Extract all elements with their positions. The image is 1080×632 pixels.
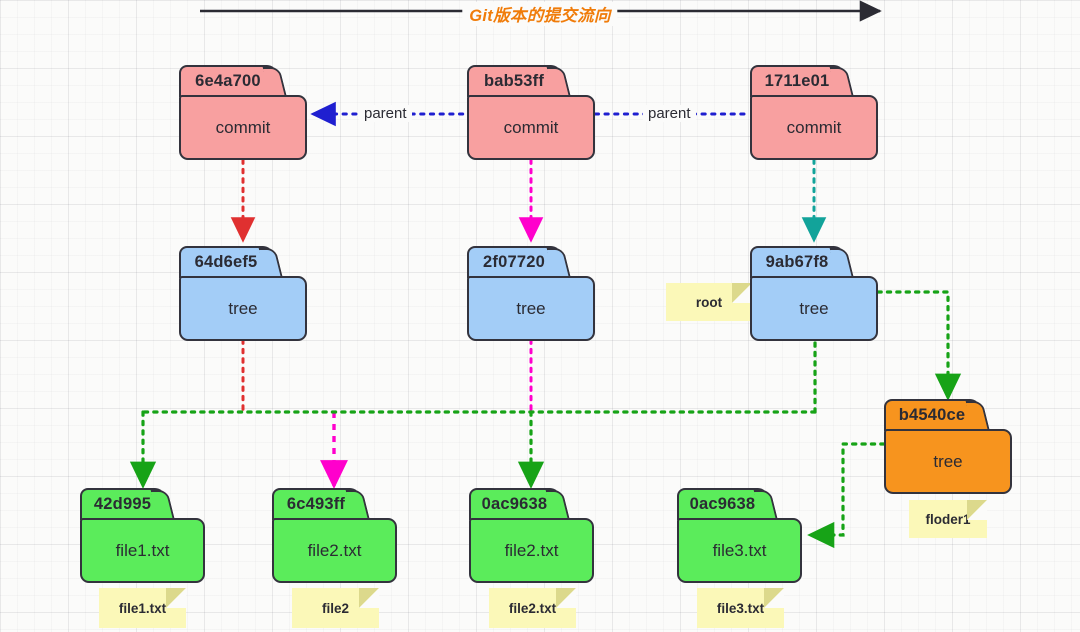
- node-label: commit: [467, 95, 595, 160]
- node-hash: 64d6ef5: [179, 246, 273, 278]
- node-hash: 1711e01: [750, 65, 844, 97]
- node-hash: 9ab67f8: [750, 246, 844, 278]
- node-hash: 6c493ff: [272, 488, 360, 520]
- note-file2-a: file2: [292, 588, 379, 628]
- node-label: commit: [179, 95, 307, 160]
- node-hash: 0ac9638: [469, 488, 560, 520]
- note-file3: file3.txt: [697, 588, 784, 628]
- note-file1: file1.txt: [99, 588, 186, 628]
- node-label: tree: [750, 276, 878, 341]
- note-root: root: [666, 283, 752, 321]
- node-label: file1.txt: [80, 518, 205, 583]
- node-label: file3.txt: [677, 518, 802, 583]
- node-label: tree: [884, 429, 1012, 494]
- node-hash: 0ac9638: [677, 488, 768, 520]
- node-hash: bab53ff: [467, 65, 561, 97]
- node-label: tree: [179, 276, 307, 341]
- node-label: file2.txt: [469, 518, 594, 583]
- node-hash: 42d995: [80, 488, 165, 520]
- node-hash: 6e4a700: [179, 65, 277, 97]
- node-hash: 2f07720: [467, 246, 561, 278]
- note-floder1: floder1: [909, 500, 987, 538]
- edge-label-parent-2: parent: [643, 105, 696, 122]
- node-label: tree: [467, 276, 595, 341]
- edge-label-parent-1: parent: [359, 105, 412, 122]
- flow-title: Git版本的提交流向: [0, 0, 1080, 34]
- node-hash: b4540ce: [884, 399, 980, 431]
- note-file2-b: file2.txt: [489, 588, 576, 628]
- flow-title-text: Git版本的提交流向: [462, 2, 618, 26]
- node-label: file2.txt: [272, 518, 397, 583]
- node-label: commit: [750, 95, 878, 160]
